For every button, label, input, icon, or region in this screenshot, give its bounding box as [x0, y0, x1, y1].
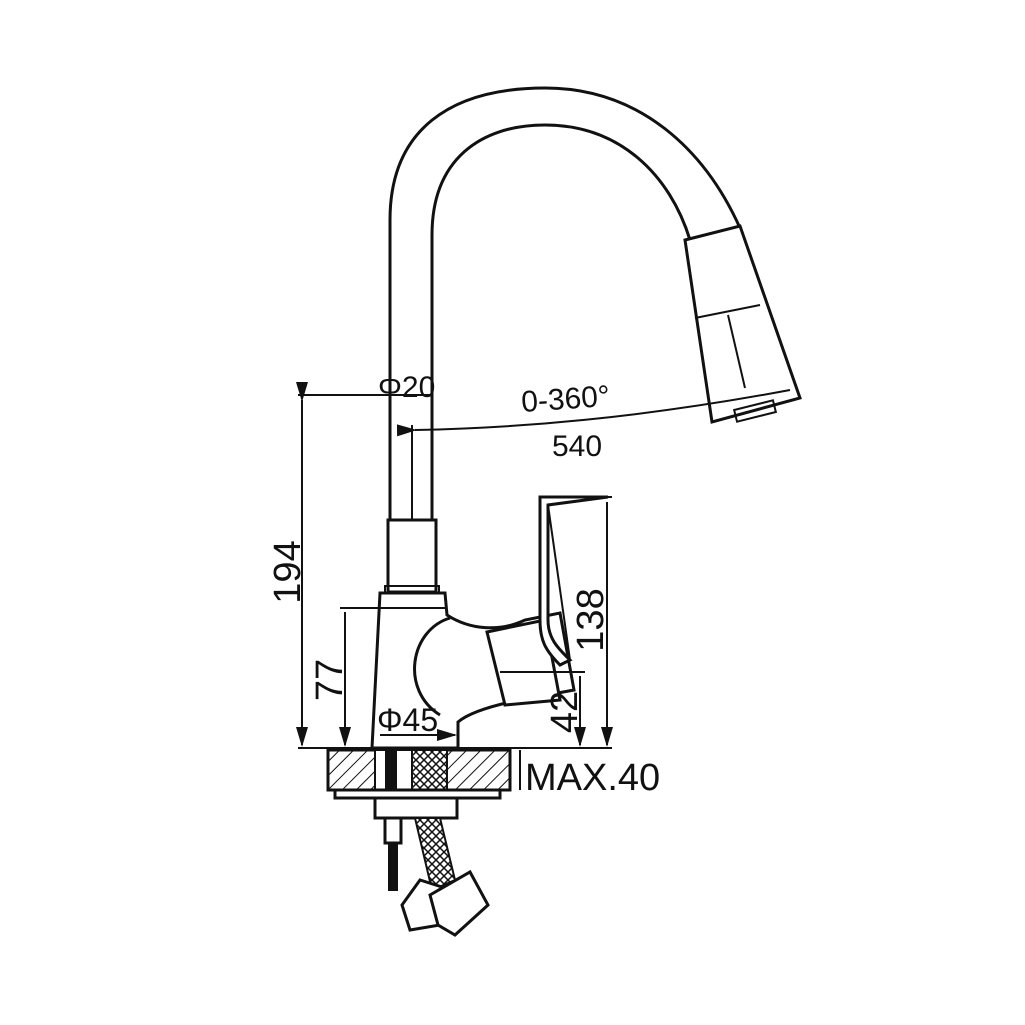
- supply-hoses: [383, 816, 490, 937]
- spout: [388, 86, 742, 520]
- outlet-height-label: 42: [544, 691, 586, 733]
- dimension-lines: [296, 382, 791, 790]
- total-height-label: 194: [267, 540, 309, 603]
- max-counter-thickness-label: MAX.40: [525, 757, 660, 799]
- reach-label: 540: [552, 430, 602, 463]
- base-diameter-label: Φ45: [377, 702, 438, 738]
- spout-diameter-label: Φ20: [378, 371, 435, 404]
- handle-height-label: 138: [570, 588, 612, 651]
- handle-lever: [538, 495, 609, 667]
- body-height-label: 77: [309, 659, 351, 701]
- rotation-label: 0-360°: [520, 380, 611, 419]
- countertop-section: [326, 748, 512, 820]
- spray-head: [683, 224, 802, 424]
